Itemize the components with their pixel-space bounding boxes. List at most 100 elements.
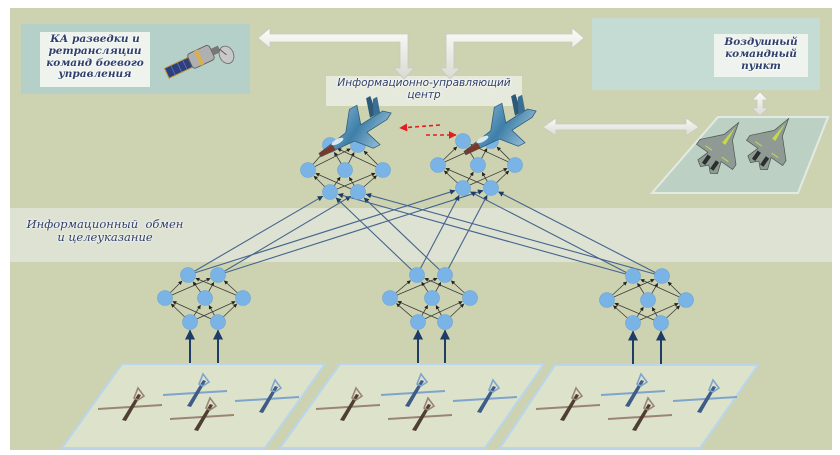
- network-node: [197, 290, 213, 306]
- network-node: [300, 162, 316, 178]
- network-node: [409, 267, 425, 283]
- command-jets: [696, 117, 790, 174]
- jet-tail: [517, 94, 526, 114]
- uav-icon: [388, 396, 452, 431]
- info-exchange-label-line: и целеуказание: [57, 229, 153, 244]
- lower-cluster-1: [157, 267, 251, 330]
- uav-icon: [98, 386, 162, 421]
- uav-icon: [381, 372, 445, 407]
- info-link: [187, 189, 456, 276]
- uav-icon: [163, 372, 227, 407]
- leader-link: [399, 123, 457, 139]
- uav-fuselage: [194, 404, 213, 431]
- satellite-label-line: команд боевого: [46, 56, 144, 69]
- lower-cluster-2: [382, 267, 478, 330]
- uav-fuselage: [477, 386, 496, 413]
- uav-icon: [316, 386, 380, 421]
- cluster-edge: [445, 167, 492, 189]
- control-center-label-line: центр: [407, 88, 441, 101]
- network-node: [455, 133, 471, 149]
- upper-cluster-1: [300, 137, 391, 200]
- jet-nose: [319, 144, 336, 157]
- stealth-jet-stripe: [722, 127, 736, 145]
- network-node: [678, 292, 694, 308]
- cluster-edge: [337, 148, 384, 171]
- network-node: [507, 157, 523, 173]
- uav-group-3: [498, 364, 760, 449]
- command-post-label-line: командный: [725, 47, 797, 60]
- uav-tail: [415, 372, 429, 387]
- uav-platform: [60, 363, 327, 449]
- network-node: [625, 268, 641, 284]
- uav-fuselage: [697, 386, 716, 413]
- center-to-command-post-arrow: [439, 27, 585, 80]
- network-node: [437, 267, 453, 283]
- uav-fuselage: [405, 380, 424, 407]
- network-node: [157, 290, 173, 306]
- fighter-jet-icon: [318, 96, 392, 158]
- uav-fuselage: [340, 394, 359, 421]
- network-node: [350, 184, 366, 200]
- info-link: [335, 197, 418, 276]
- network-node: [410, 314, 426, 330]
- stealth-jet-engine: [701, 154, 711, 166]
- info-link: [363, 197, 446, 276]
- network-node: [483, 180, 499, 196]
- cluster-edge: [307, 148, 351, 171]
- uav-tail: [635, 372, 649, 387]
- info-links: [187, 189, 663, 277]
- command-jets-platform: [649, 116, 830, 194]
- stealth-jet-stripe: [755, 141, 779, 159]
- info-link: [498, 191, 663, 277]
- uav-fuselage: [412, 404, 431, 431]
- network-node: [180, 267, 196, 283]
- network-node: [337, 162, 353, 178]
- cluster-edge: [389, 277, 438, 299]
- network-node: [210, 314, 226, 330]
- uav-group-2: [278, 363, 546, 449]
- network-node: [625, 315, 641, 331]
- satellite-to-center-arrow: [257, 27, 415, 80]
- network-node: [182, 314, 198, 330]
- uav-tail: [487, 378, 501, 393]
- jet-nose: [464, 142, 481, 155]
- control-center-label: Информационно-управляющий центр: [326, 77, 522, 102]
- jet-tail: [372, 96, 381, 116]
- stealth-jet-engine: [751, 150, 761, 162]
- info-link: [416, 195, 460, 276]
- uav-fuselage: [122, 394, 141, 421]
- uav-fuselage: [560, 394, 579, 421]
- info-exchange-label: Информационный обмен и целеуказание: [20, 218, 190, 244]
- info-link: [337, 192, 634, 277]
- cluster-edge: [164, 277, 211, 299]
- network-node: [462, 290, 478, 306]
- network-node: [210, 267, 226, 283]
- uav-fuselage: [259, 386, 278, 413]
- control-center-label-box: [326, 76, 522, 106]
- uav-tail: [197, 372, 211, 387]
- cluster-edge: [195, 277, 244, 299]
- uav-platforms: [60, 363, 760, 449]
- cluster-edge: [606, 279, 655, 301]
- satellite-label-box: [40, 32, 150, 87]
- network-node: [382, 290, 398, 306]
- info-link: [470, 191, 634, 277]
- stealth-jet-icon: [746, 117, 790, 170]
- uav-tail: [422, 396, 436, 411]
- fighter-jet-icon: [463, 94, 537, 156]
- satellite-label-line: ретрансляции: [48, 44, 142, 57]
- cluster-edge: [640, 279, 687, 301]
- cluster-edge: [417, 301, 463, 323]
- uav-icon: [673, 378, 737, 413]
- info-link: [365, 192, 663, 277]
- command-post-label-line: Воздушный: [724, 36, 798, 48]
- uav-tail: [132, 386, 146, 401]
- uav-fuselage: [632, 404, 651, 431]
- satellite-label: КА разведки и ретрансляции команд боевог…: [40, 33, 150, 81]
- info-exchange-label-line: Информационный обмен: [26, 217, 184, 231]
- uav-tail: [350, 386, 364, 401]
- network-node: [375, 162, 391, 178]
- satellite-label-line: КА разведки и: [50, 33, 140, 45]
- command-post-label: Воздушный командный пункт: [714, 36, 808, 72]
